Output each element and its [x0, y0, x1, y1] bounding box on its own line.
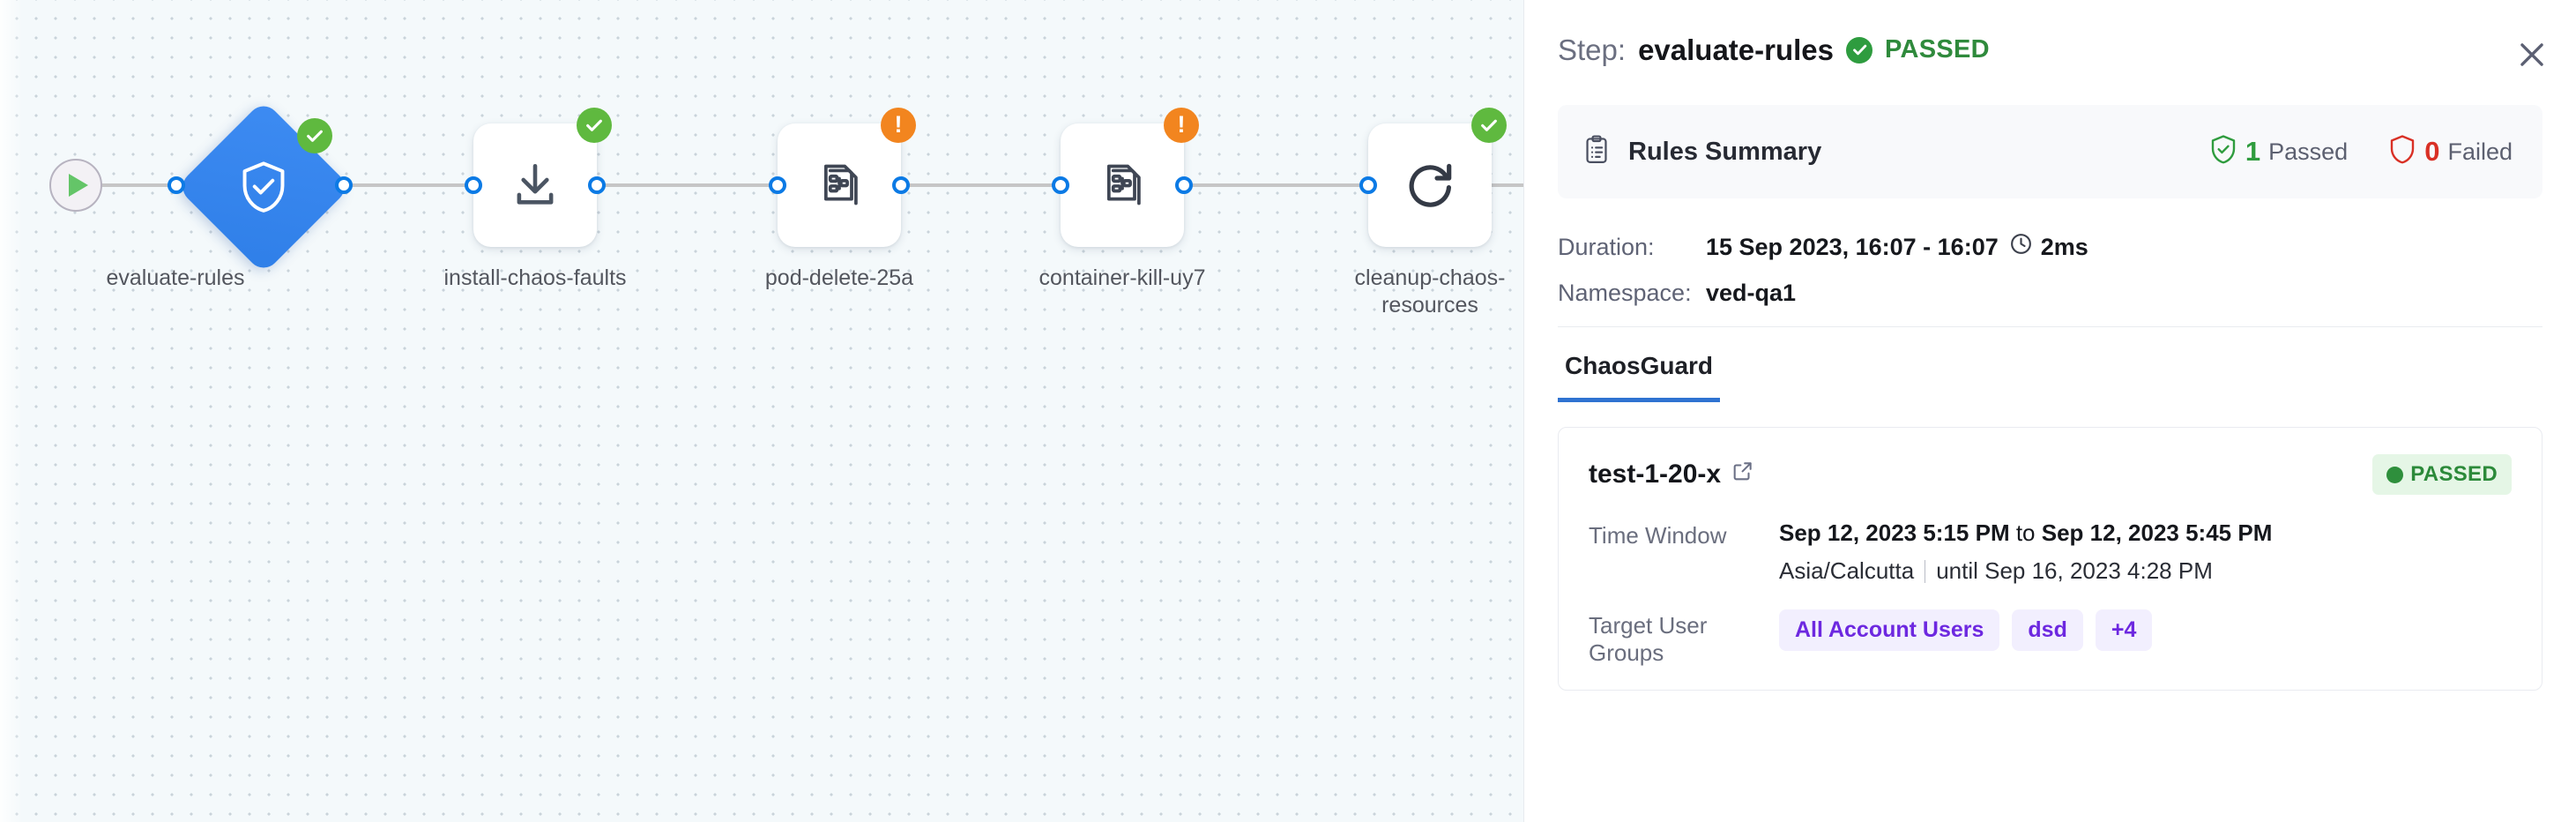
- user-group-chip[interactable]: dsd: [2012, 609, 2083, 651]
- pipeline-canvas[interactable]: evaluate-rules install-chaos-faults: [0, 0, 1523, 822]
- user-group-chip[interactable]: All Account Users: [1779, 609, 2000, 651]
- duration-label: Duration:: [1558, 233, 1655, 260]
- node-install-chaos-faults[interactable]: [473, 108, 612, 247]
- port-container-kill-uy7-in[interactable]: [1052, 176, 1069, 194]
- clock-icon: [2009, 232, 2033, 262]
- chaos-fault-icon: [823, 164, 858, 206]
- target-user-groups-row: Target User Groups All Account Users dsd…: [1589, 609, 2512, 667]
- node-label-container-kill-uy7: container-kill-uy7: [1039, 265, 1206, 290]
- rules-summary-title: Rules Summary: [1628, 137, 1822, 166]
- node-evaluate-rules[interactable]: [176, 100, 351, 274]
- rules-summary-strip: Rules Summary 1 Passed: [1558, 105, 2542, 198]
- chaosguard-rule-card: test-1-20-x PASSED Time Window: [1558, 427, 2542, 691]
- status-dot-icon: [2386, 466, 2404, 483]
- exclamation-glyph: !: [1177, 110, 1186, 138]
- duration-row: Duration: 15 Sep 2023, 16:07 - 16:07 2ms: [1558, 232, 2542, 262]
- status-badge-warning: !: [881, 108, 916, 143]
- meta-divider: [1558, 326, 2542, 327]
- close-icon[interactable]: [2511, 34, 2553, 76]
- download-icon: [517, 163, 554, 205]
- rules-passed-count: 1: [2245, 136, 2261, 167]
- rule-status-text: PASSED: [2410, 462, 2498, 486]
- step-title-label: Step:: [1558, 34, 1627, 66]
- time-window-label: Time Window: [1589, 522, 1727, 549]
- node-label-evaluate-rules: evaluate-rules: [106, 265, 245, 290]
- timezone-label: Asia/Calcutta: [1779, 557, 1915, 584]
- node-container-kill-uy7[interactable]: !: [1061, 108, 1199, 247]
- time-window-joiner: to: [2009, 519, 2042, 546]
- node-cleanup-chaos-resources[interactable]: [1368, 108, 1507, 247]
- step-details-panel: Step: evaluate-rules PASSED: [1523, 0, 2576, 822]
- rules-failed-stat: 0 Failed: [2388, 134, 2513, 170]
- port-install-chaos-faults-out[interactable]: [588, 176, 606, 194]
- port-pod-delete-25a-in[interactable]: [769, 176, 786, 194]
- rules-failed-count: 0: [2424, 136, 2440, 167]
- chaos-fault-icon: [1106, 164, 1141, 206]
- external-link-icon[interactable]: [1731, 460, 1754, 489]
- node-pod-delete-25a[interactable]: !: [778, 108, 916, 247]
- namespace-label: Namespace:: [1558, 280, 1692, 306]
- status-badge: PASSED: [1885, 35, 1990, 64]
- time-window-row: Time Window Sep 12, 2023 5:15 PM to Sep …: [1589, 519, 2512, 585]
- panel-header: Step: evaluate-rules PASSED: [1524, 0, 2576, 66]
- exclamation-glyph: !: [894, 110, 903, 138]
- pipeline-start-node[interactable]: [49, 159, 102, 212]
- status-badge-passed: [1471, 108, 1507, 143]
- rule-status-pill: PASSED: [2372, 454, 2512, 495]
- duration-elapsed: 2ms: [2040, 233, 2088, 260]
- node-label-cleanup-chaos-resources: cleanup-chaos-resources: [1354, 265, 1506, 318]
- target-user-groups-chips: All Account Users dsd +4: [1779, 609, 2153, 651]
- until-text: until Sep 16, 2023 4:28 PM: [1936, 557, 2213, 584]
- time-window-end: Sep 12, 2023 5:45 PM: [2041, 519, 2273, 546]
- port-install-chaos-faults-in[interactable]: [465, 176, 482, 194]
- panel-tabs: ChaosGuard: [1524, 327, 2576, 402]
- port-container-kill-uy7-out[interactable]: [1175, 176, 1193, 194]
- status-badge-warning: !: [1164, 108, 1199, 143]
- rules-passed-label: Passed: [2268, 138, 2349, 165]
- shield-outline-icon: [2388, 134, 2416, 170]
- rule-name: test-1-20-x: [1589, 460, 1722, 489]
- node-label-pod-delete-25a: pod-delete-25a: [764, 265, 914, 290]
- clipboard-icon: [1582, 134, 1611, 169]
- tab-chaosguard[interactable]: ChaosGuard: [1558, 327, 1721, 402]
- port-pod-delete-25a-out[interactable]: [892, 176, 910, 194]
- time-window-start: Sep 12, 2023 5:15 PM: [1779, 519, 2010, 546]
- shield-check-icon: [181, 104, 346, 270]
- status-badge-passed: [297, 118, 332, 153]
- page-title: Step: evaluate-rules PASSED: [1558, 35, 1990, 64]
- port-evaluate-rules-in[interactable]: [168, 176, 185, 194]
- port-evaluate-rules-out[interactable]: [335, 176, 353, 194]
- step-title-value: evaluate-rules: [1638, 34, 1835, 66]
- namespace-row: Namespace: ved-qa1: [1558, 280, 2542, 307]
- rules-passed-stat: 1 Passed: [2209, 134, 2348, 170]
- refresh-icon: [1409, 163, 1452, 207]
- step-meta: Duration: 15 Sep 2023, 16:07 - 16:07 2ms…: [1558, 232, 2542, 327]
- shield-check-icon: [2209, 134, 2237, 170]
- namespace-value: ved-qa1: [1706, 280, 1797, 306]
- check-circle-icon: [1846, 36, 1873, 64]
- play-icon: [69, 174, 88, 197]
- status-badge-passed: [577, 108, 612, 143]
- target-user-groups-label: Target User Groups: [1589, 612, 1708, 666]
- duration-value: 15 Sep 2023, 16:07 - 16:07: [1706, 233, 1999, 260]
- node-label-install-chaos-faults: install-chaos-faults: [443, 265, 627, 290]
- port-cleanup-chaos-resources-in[interactable]: [1359, 176, 1377, 194]
- user-group-chip-overflow[interactable]: +4: [2095, 609, 2153, 651]
- rules-failed-label: Failed: [2447, 138, 2513, 165]
